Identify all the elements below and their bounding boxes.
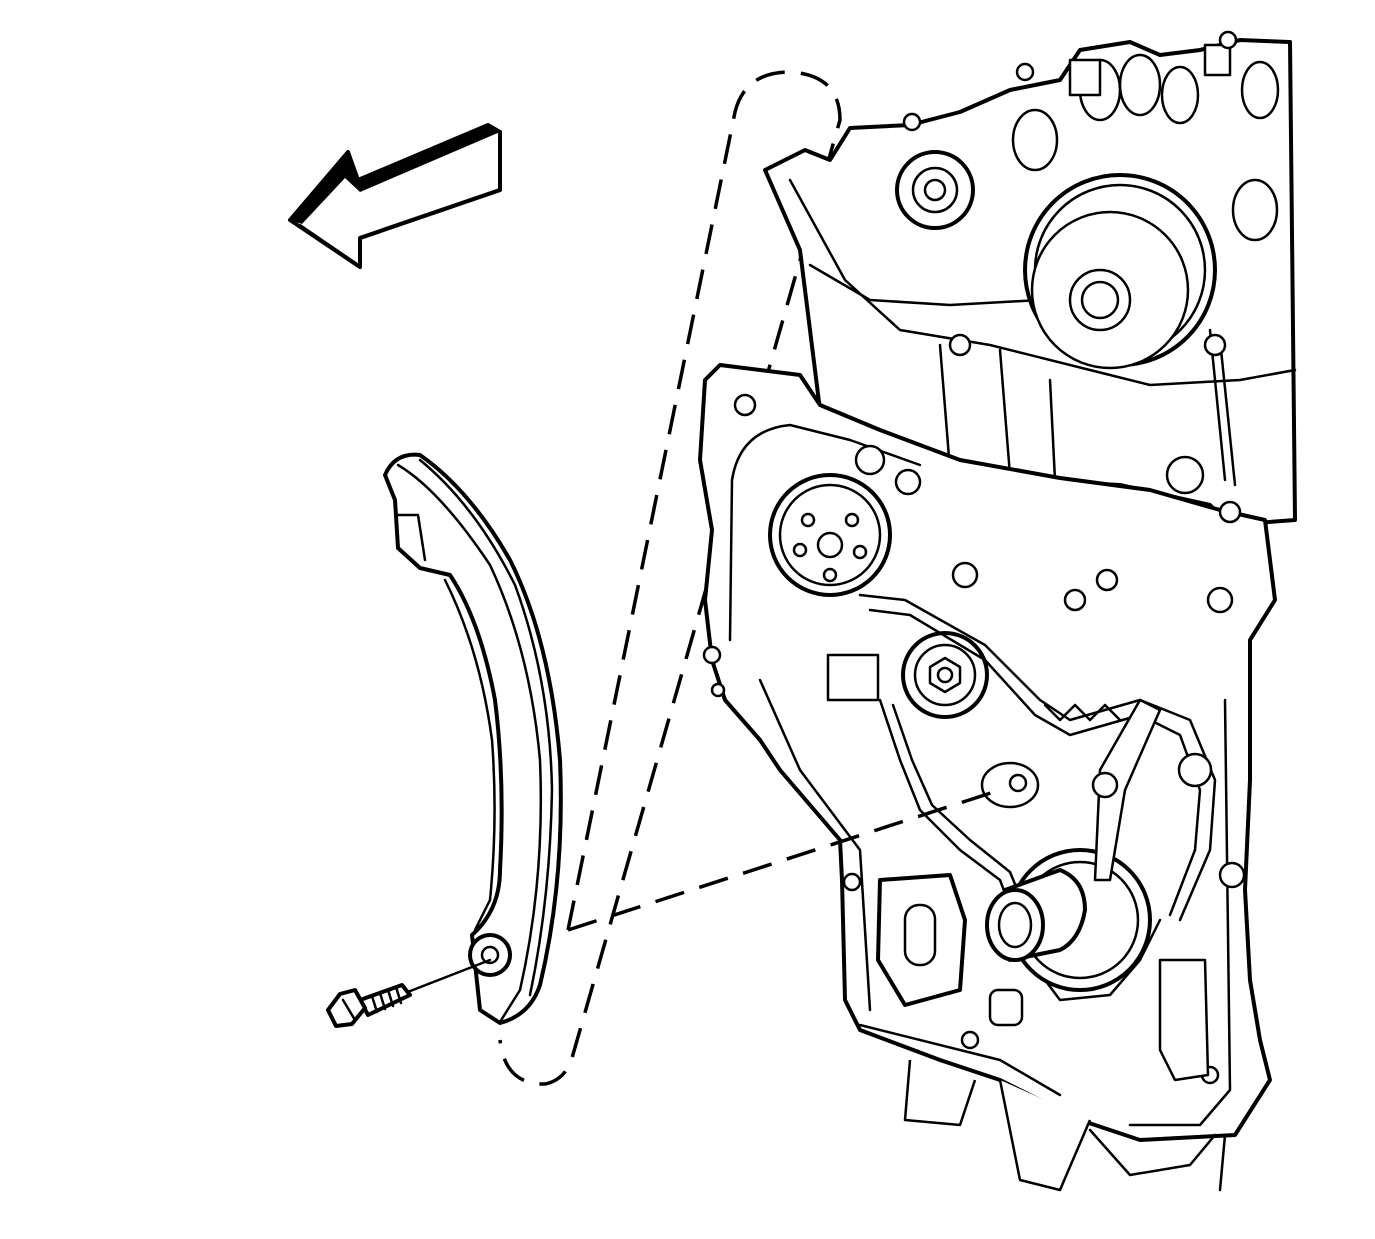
direction-arrow-icon (288, 123, 502, 269)
install-path-line (567, 788, 1001, 932)
cover-bolt-holes (702, 333, 1246, 1085)
detail-callout-outline (498, 70, 842, 1086)
balance-shaft-sprocket (768, 473, 892, 597)
crankshaft-sprocket (985, 848, 1152, 992)
camshaft-lobes (902, 30, 1280, 242)
guide-bolt-icon (326, 958, 492, 1028)
idler-sprocket (826, 631, 989, 719)
engine-front-assembly (698, 30, 1297, 1192)
oil-pump-boss (876, 873, 1210, 1082)
chain-tensioner-guide (1091, 698, 1213, 882)
camshaft-bearing-left (895, 150, 975, 230)
guide-mount-hole (980, 761, 1040, 809)
chain-guide-icon (383, 452, 563, 1025)
camshaft-sprocket (1023, 173, 1217, 370)
